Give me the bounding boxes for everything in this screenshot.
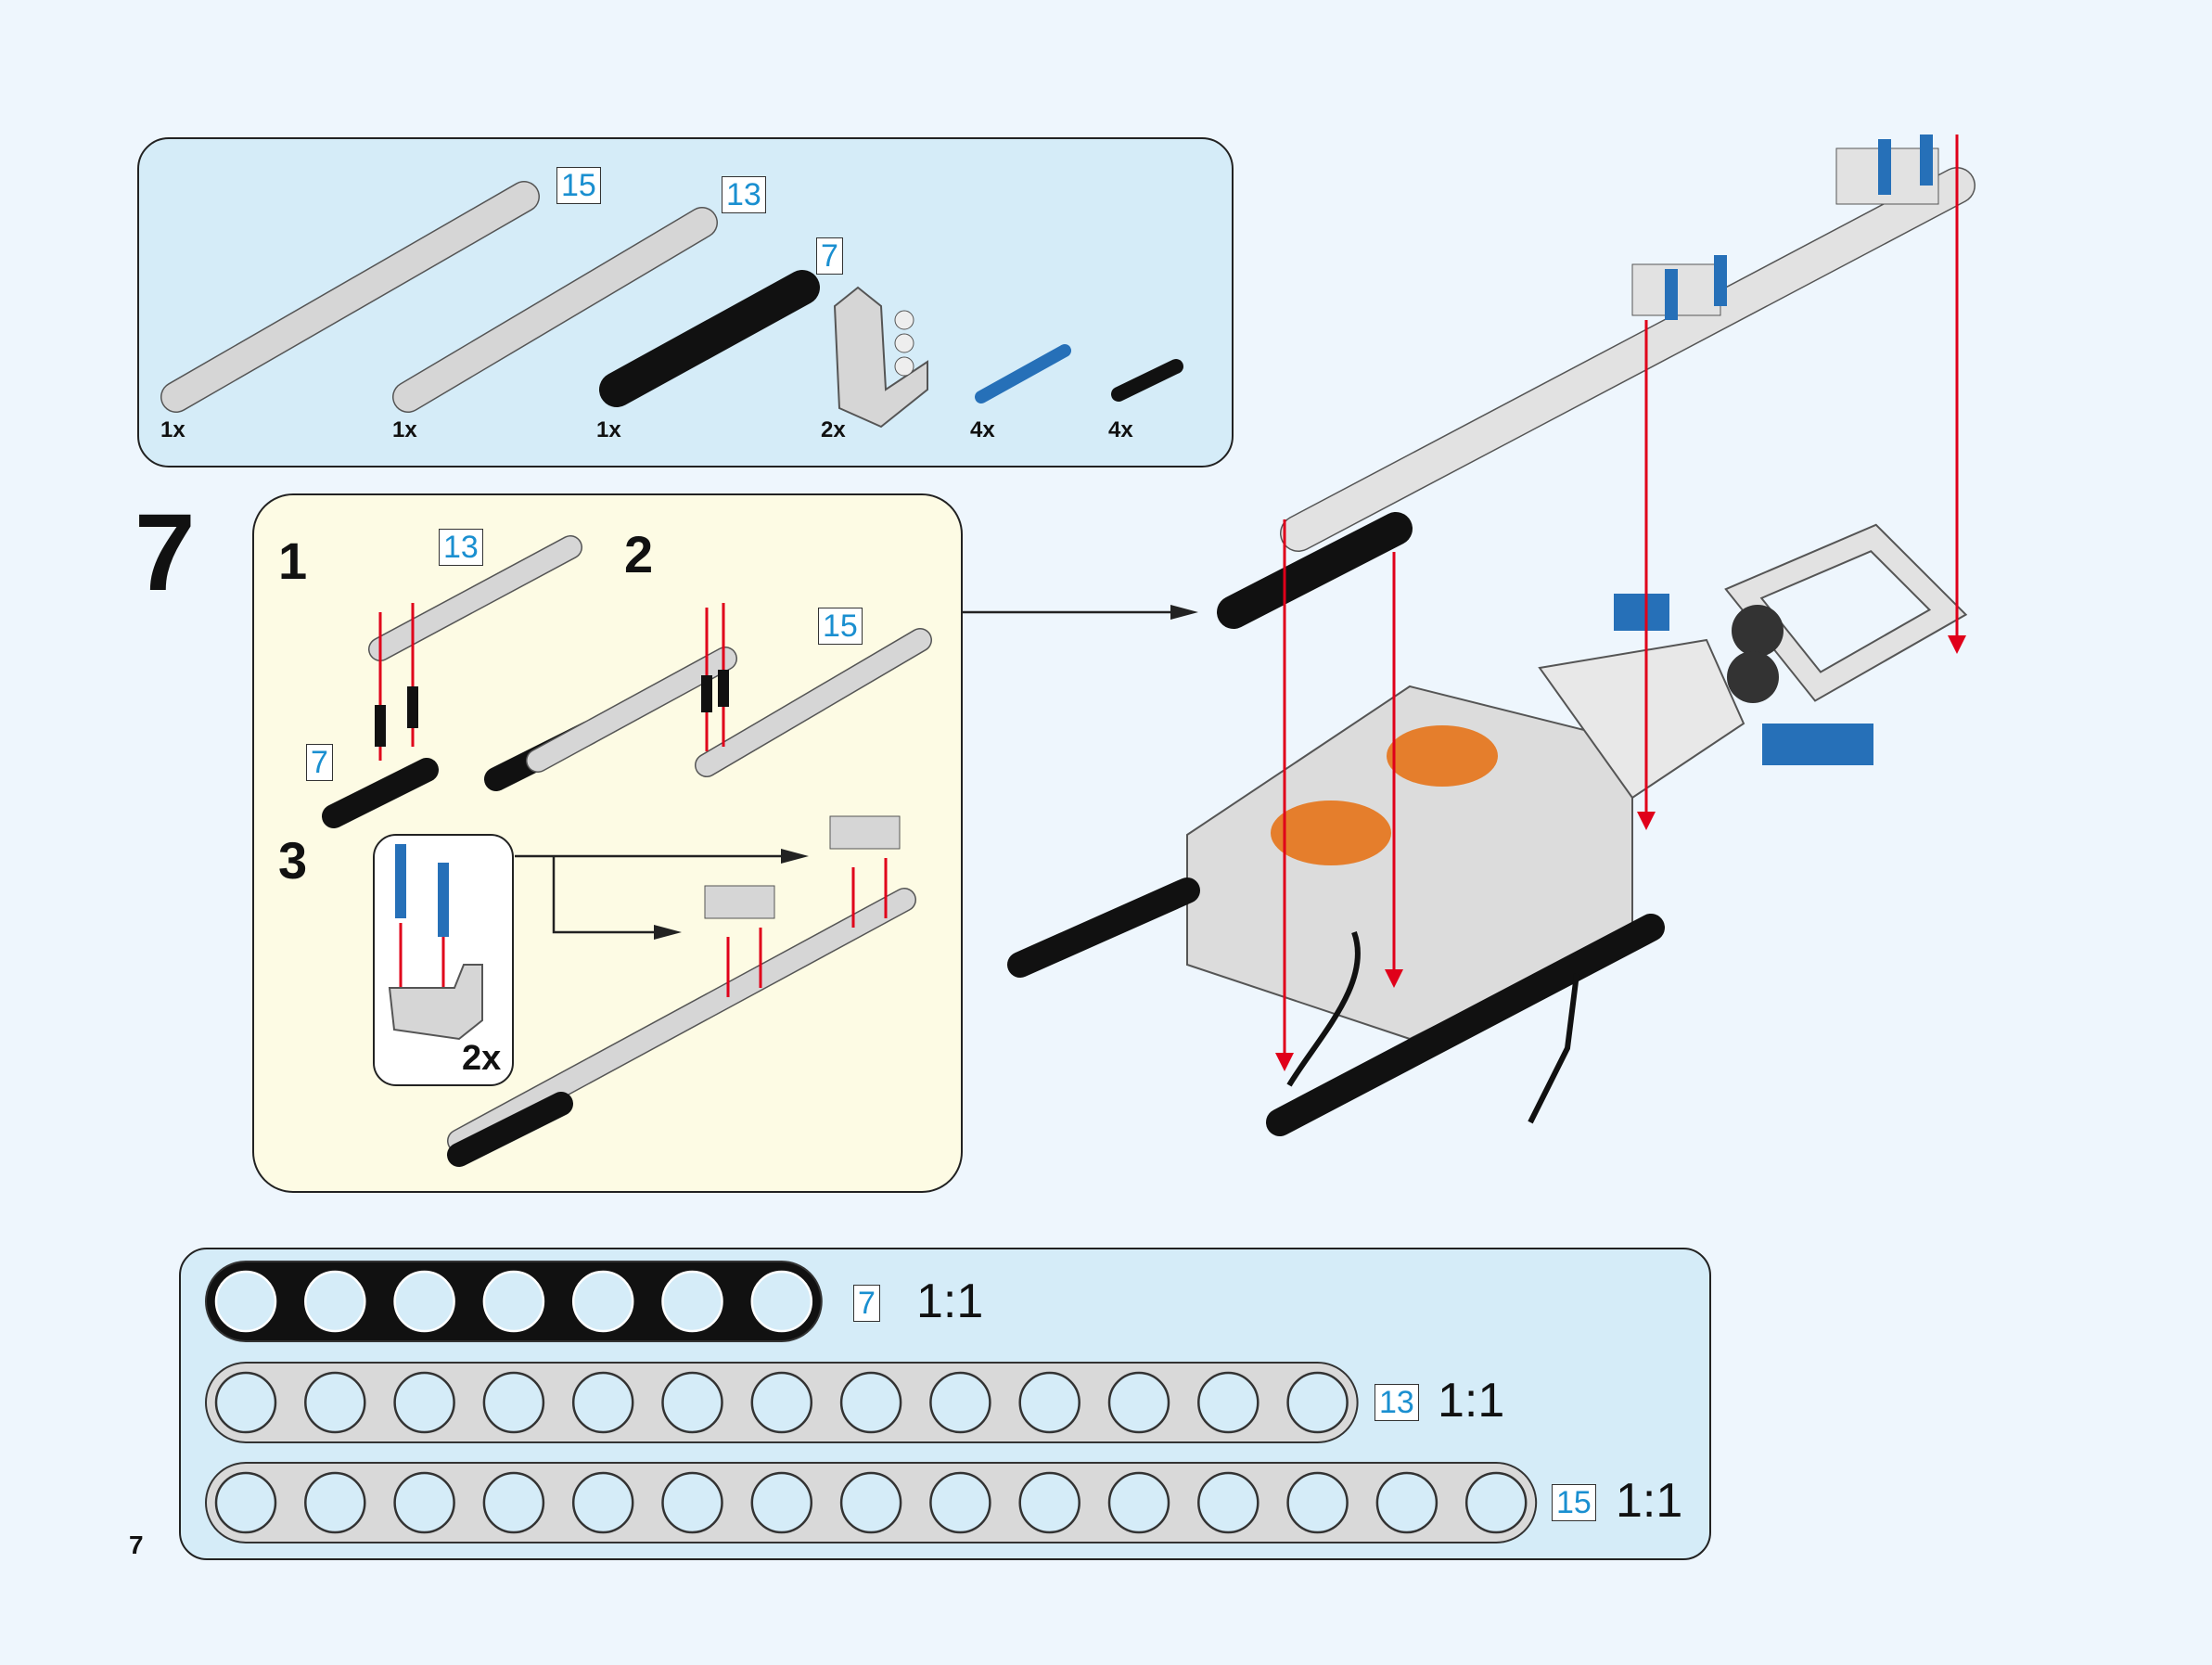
ruler-scale-7: 1:1 bbox=[916, 1274, 984, 1328]
ruler-hole bbox=[1197, 1471, 1259, 1534]
badge-beam-7: 7 bbox=[816, 237, 843, 275]
ruler-hole bbox=[1286, 1371, 1349, 1434]
page-number: 7 bbox=[129, 1531, 144, 1559]
substep-1-label: 1 bbox=[278, 532, 308, 590]
ruler-hole bbox=[304, 1371, 366, 1434]
ruler-hole bbox=[1286, 1471, 1349, 1534]
qty-beam-13: 1x bbox=[392, 417, 417, 442]
ruler-hole bbox=[839, 1371, 902, 1434]
ruler-scale-15: 1:1 bbox=[1616, 1474, 1683, 1528]
ruler-hole bbox=[1018, 1371, 1080, 1434]
ruler-hole bbox=[750, 1371, 813, 1434]
inset-quantity: 2x bbox=[462, 1039, 502, 1078]
ruler-hole bbox=[1464, 1471, 1528, 1534]
ruler-hole bbox=[393, 1371, 455, 1434]
ruler-hole bbox=[304, 1471, 366, 1534]
substep-badge-15: 15 bbox=[818, 608, 863, 645]
ruler-hole bbox=[1107, 1471, 1170, 1534]
ruler-hole bbox=[571, 1371, 634, 1434]
ruler-hole bbox=[482, 1371, 545, 1434]
ruler-beam-7 bbox=[205, 1261, 823, 1342]
part-axle-pin bbox=[975, 344, 1071, 403]
ruler-hole bbox=[1018, 1471, 1080, 1534]
ruler-hole bbox=[1197, 1371, 1259, 1434]
ruler-hole bbox=[571, 1471, 634, 1534]
ruler-beam-13 bbox=[205, 1362, 1359, 1443]
substep-badge-7: 7 bbox=[306, 744, 333, 781]
ruler-hole bbox=[750, 1471, 813, 1534]
qty-beam-15: 1x bbox=[160, 417, 185, 442]
ruler-hole bbox=[929, 1371, 991, 1434]
substep-2-label: 2 bbox=[624, 525, 654, 583]
badge-beam-13: 13 bbox=[722, 176, 766, 213]
ruler-hole bbox=[482, 1471, 545, 1534]
ruler-hole bbox=[1107, 1371, 1170, 1434]
ruler-hole bbox=[214, 1270, 277, 1333]
ruler-hole bbox=[571, 1270, 634, 1333]
ruler-hole bbox=[393, 1471, 455, 1534]
ruler-hole bbox=[839, 1471, 902, 1534]
ruler-beam-15 bbox=[205, 1462, 1538, 1543]
qty-axle-pin: 4x bbox=[970, 417, 995, 442]
ruler-hole bbox=[661, 1270, 723, 1333]
part-friction-pin bbox=[1111, 359, 1183, 402]
ruler-hole bbox=[1375, 1471, 1438, 1534]
ruler-hole bbox=[393, 1270, 455, 1333]
ruler-badge-15: 15 bbox=[1552, 1484, 1596, 1521]
ruler-hole bbox=[304, 1270, 366, 1333]
ruler-hole bbox=[661, 1371, 723, 1434]
ruler-hole bbox=[750, 1270, 813, 1333]
part-l-beam bbox=[833, 286, 928, 429]
qty-beam-7: 1x bbox=[596, 417, 621, 442]
ruler-badge-13: 13 bbox=[1375, 1384, 1419, 1421]
ruler-scale-13: 1:1 bbox=[1438, 1374, 1505, 1428]
ruler-hole bbox=[482, 1270, 545, 1333]
part-beam-15 bbox=[160, 181, 540, 413]
qty-friction-pin: 4x bbox=[1108, 417, 1133, 442]
ruler-hole bbox=[661, 1471, 723, 1534]
substep-badge-13: 13 bbox=[439, 529, 483, 566]
ruler-hole bbox=[214, 1371, 277, 1434]
ruler-hole bbox=[929, 1471, 991, 1534]
badge-beam-15: 15 bbox=[556, 167, 601, 204]
part-beam-7 bbox=[599, 270, 820, 407]
part-beam-13 bbox=[392, 207, 718, 413]
step-number: 7 bbox=[134, 492, 196, 614]
qty-l-beam: 2x bbox=[821, 417, 846, 442]
substep-3-label: 3 bbox=[278, 831, 308, 890]
ruler-hole bbox=[214, 1471, 277, 1534]
ruler-badge-7: 7 bbox=[853, 1285, 880, 1322]
